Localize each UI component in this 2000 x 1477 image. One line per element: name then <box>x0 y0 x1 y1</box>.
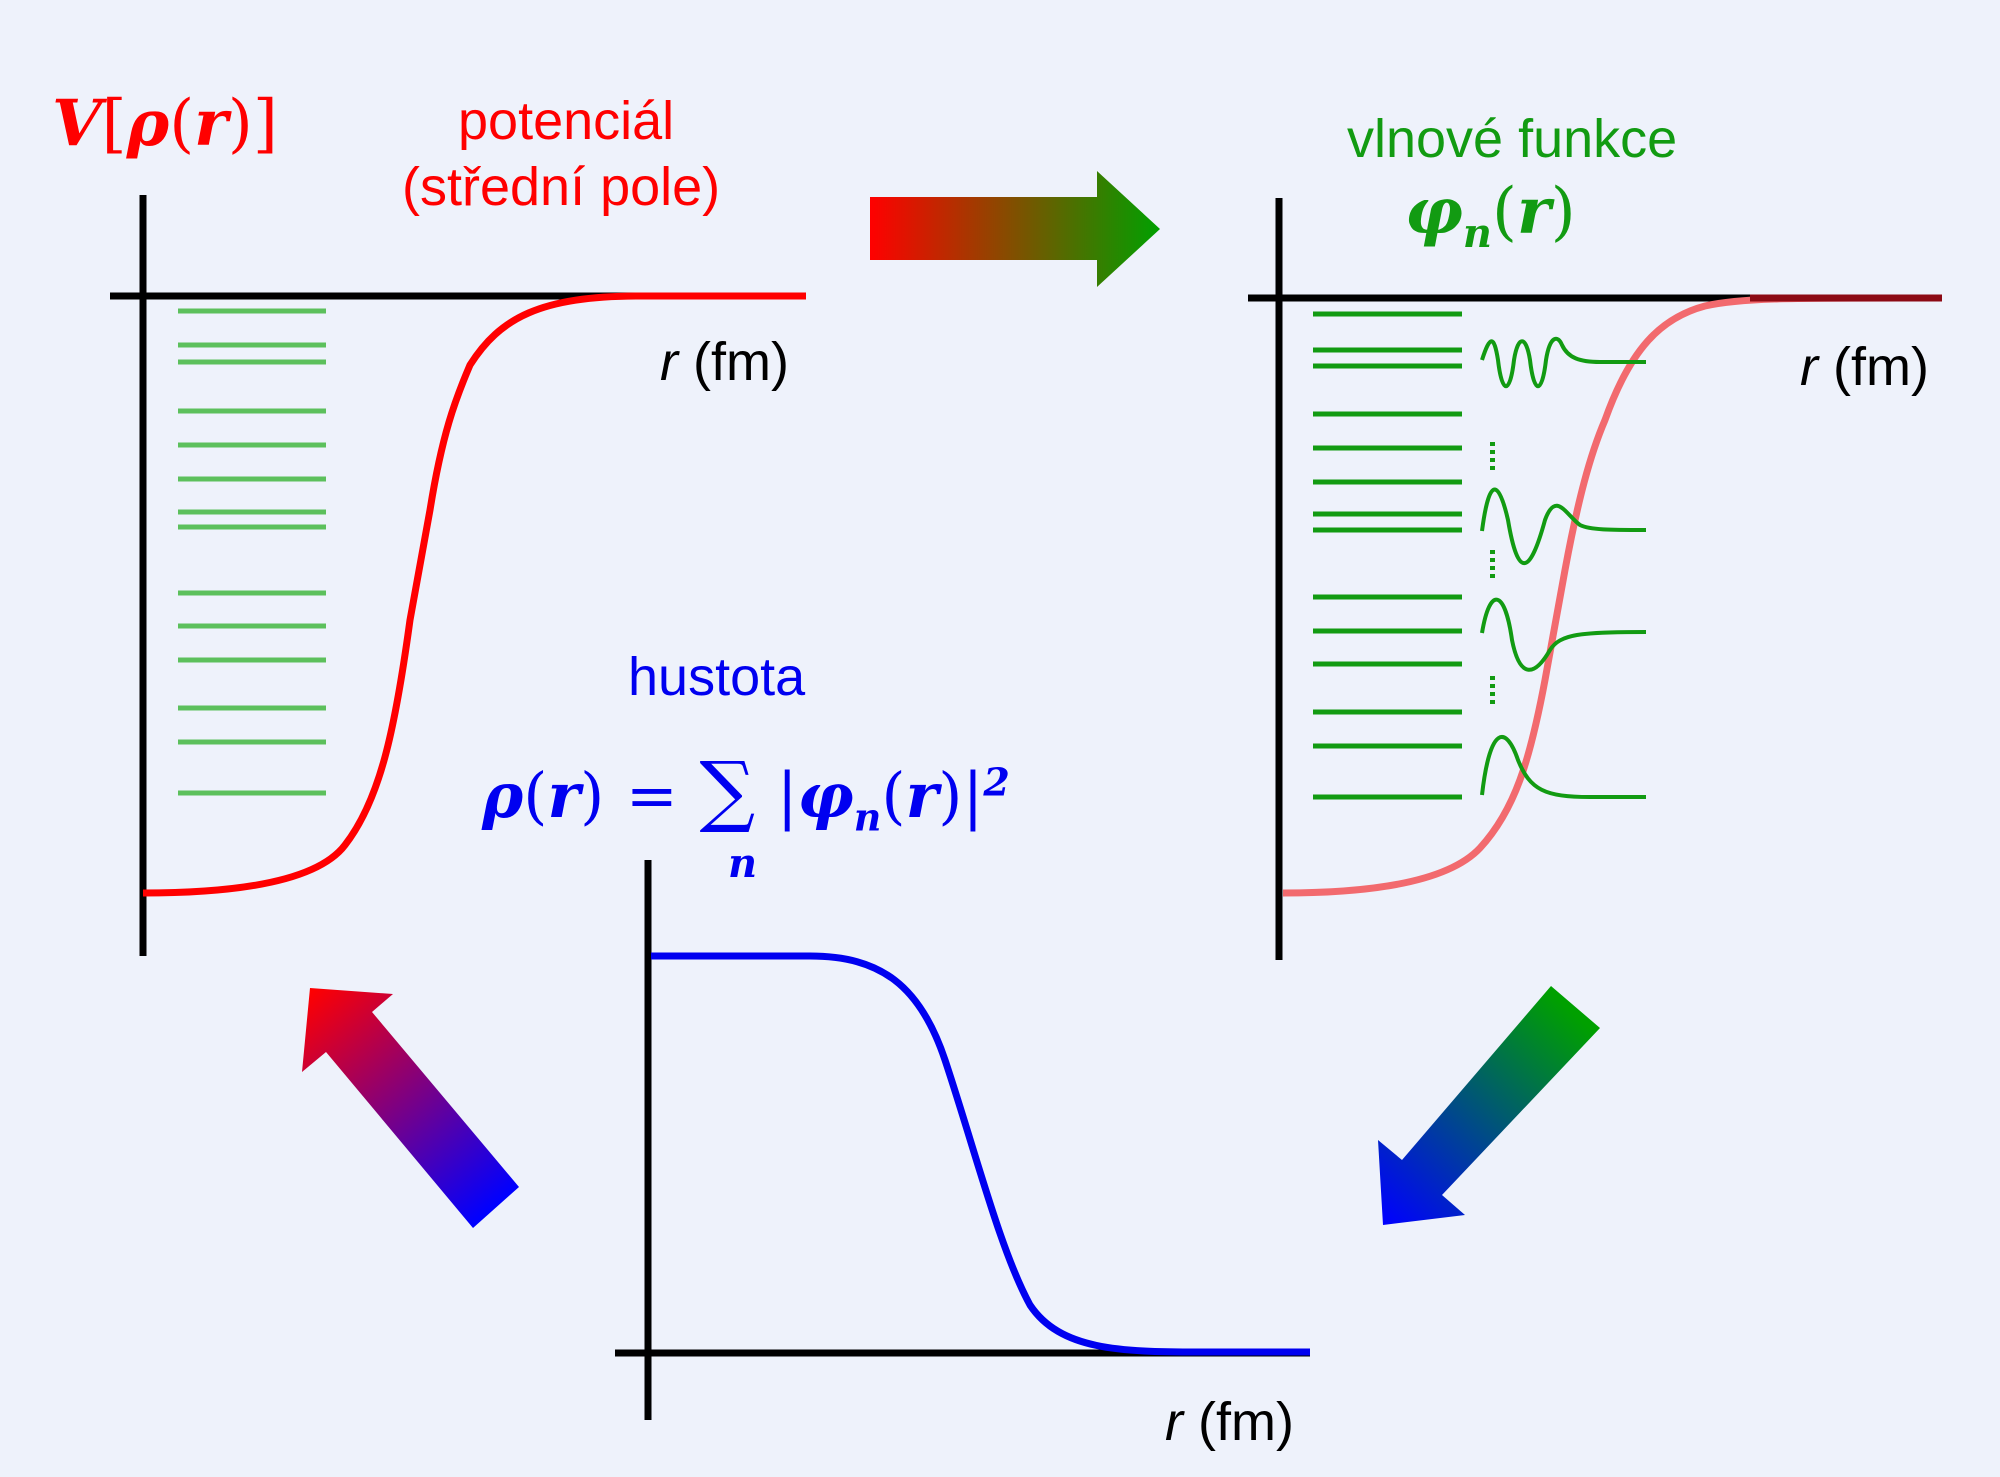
density-curve <box>651 952 1310 1356</box>
wavefunction-panel <box>1248 198 1942 960</box>
wavefunction-energy-levels <box>1313 311 1462 800</box>
arrow-wavefunction-to-density <box>1378 986 1600 1225</box>
wavefunction-axis-label: r (fm) <box>1800 337 1929 397</box>
faded-potential-curve <box>1282 294 1901 897</box>
density-axis-label: r (fm) <box>1165 1392 1294 1452</box>
potential-axis-label: r (fm) <box>660 332 789 392</box>
wavefunction-3 <box>1480 597 1647 672</box>
wavefunction-4 <box>1480 487 1647 566</box>
wavefunction-curves <box>1480 336 1647 799</box>
density-formula: ρ(r) = ∑ |φn(r)|2 <box>482 746 1010 840</box>
wavefunction-symbol: φn(r) <box>1405 174 1576 257</box>
ellipsis-dots <box>1490 442 1495 704</box>
arrow-density-to-potential <box>302 988 519 1228</box>
density-title: hustota <box>628 647 806 707</box>
arrow-potential-to-wavefunction <box>870 171 1160 287</box>
wavefunction-high <box>1480 336 1646 388</box>
wavefunction-1 <box>1480 735 1646 799</box>
wavefunction-title: vlnové funkce <box>1347 109 1678 169</box>
potential-title-line2: (střední pole) <box>402 157 721 217</box>
sum-index: n <box>728 840 758 887</box>
potential-title-line1: potenciál <box>458 91 675 151</box>
potential-panel <box>110 195 806 956</box>
potential-energy-levels <box>178 308 326 796</box>
density-panel <box>615 860 1310 1420</box>
potential-symbol: V[ρ(r)] <box>52 86 278 161</box>
potential-curve <box>142 292 806 897</box>
